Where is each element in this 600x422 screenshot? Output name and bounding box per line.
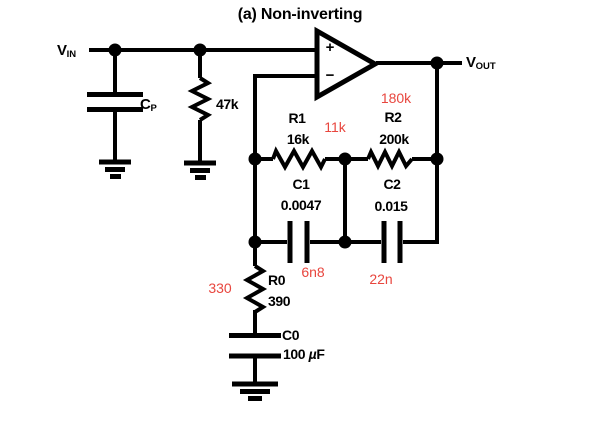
capacitor-cp-plates	[87, 92, 143, 112]
c1-value: 0.0047	[280, 197, 322, 213]
r0-value: 390	[268, 293, 291, 309]
ground-cp	[99, 159, 131, 179]
r0-annotation: 330	[208, 280, 232, 296]
c2-value: 0.015	[374, 198, 408, 214]
vout-label: VOUT	[466, 55, 496, 72]
r0-name: R0	[268, 272, 286, 288]
c2-name: C2	[383, 176, 401, 192]
node-r-row-right	[430, 152, 444, 166]
r2-annotation: 180k	[380, 90, 412, 106]
ground-47k	[184, 160, 216, 180]
capacitor-c0-plates	[229, 333, 281, 359]
input-resistor-value: 47k	[216, 96, 239, 112]
r2-name: R2	[384, 109, 402, 125]
resistor-r1-zigzag	[271, 146, 327, 172]
opamp-triangle	[314, 26, 381, 102]
r1-value: 16k	[286, 131, 310, 147]
c1-annotation: 6n8	[301, 264, 325, 280]
wire-inverting-feedback	[253, 74, 317, 266]
ground-c0	[232, 381, 278, 401]
wire-right-vertical	[403, 63, 439, 244]
node-output	[430, 56, 444, 70]
node-r-row-mid	[338, 152, 352, 166]
c0-value-number: 100	[283, 346, 309, 362]
r1-name: R1	[288, 110, 306, 126]
opamp-plus-sign: +	[325, 39, 335, 56]
node-vin-47k	[193, 43, 207, 57]
c0-value: 100 µF	[283, 346, 325, 362]
resistor-r2-zigzag	[366, 147, 414, 171]
node-cap-row-mid	[338, 235, 352, 249]
c0-value-mu: µ	[308, 346, 317, 362]
vin-symbol: V	[57, 42, 67, 59]
opamp-minus-sign: −	[325, 67, 335, 84]
r1-annotation: 11k	[324, 119, 346, 135]
vin-label: VIN	[57, 43, 76, 60]
resistor-r0-zigzag	[242, 264, 268, 314]
c0-name: C0	[282, 327, 300, 343]
junction-dots	[108, 43, 444, 249]
figure-title: (a) Non-inverting	[237, 6, 363, 23]
r2-value: 200k	[379, 131, 409, 147]
c0-value-unit: F	[316, 346, 325, 362]
c2-annotation: 22n	[369, 271, 393, 287]
node-vin-cp	[108, 43, 122, 57]
c1-name: C1	[292, 176, 310, 192]
cp-subscript: P	[150, 103, 157, 114]
capacitor-c2-plates	[381, 221, 403, 263]
cp-symbol: C	[140, 96, 151, 113]
node-r-row-left	[248, 152, 262, 166]
resistor-47k-zigzag	[187, 76, 213, 122]
vout-subscript: OUT	[475, 61, 496, 72]
vout-symbol: V	[466, 54, 476, 71]
vin-subscript: IN	[66, 49, 77, 60]
capacitor-c1-plates	[287, 221, 310, 263]
cp-label: CP	[140, 97, 157, 114]
node-cap-row-left	[248, 235, 262, 249]
